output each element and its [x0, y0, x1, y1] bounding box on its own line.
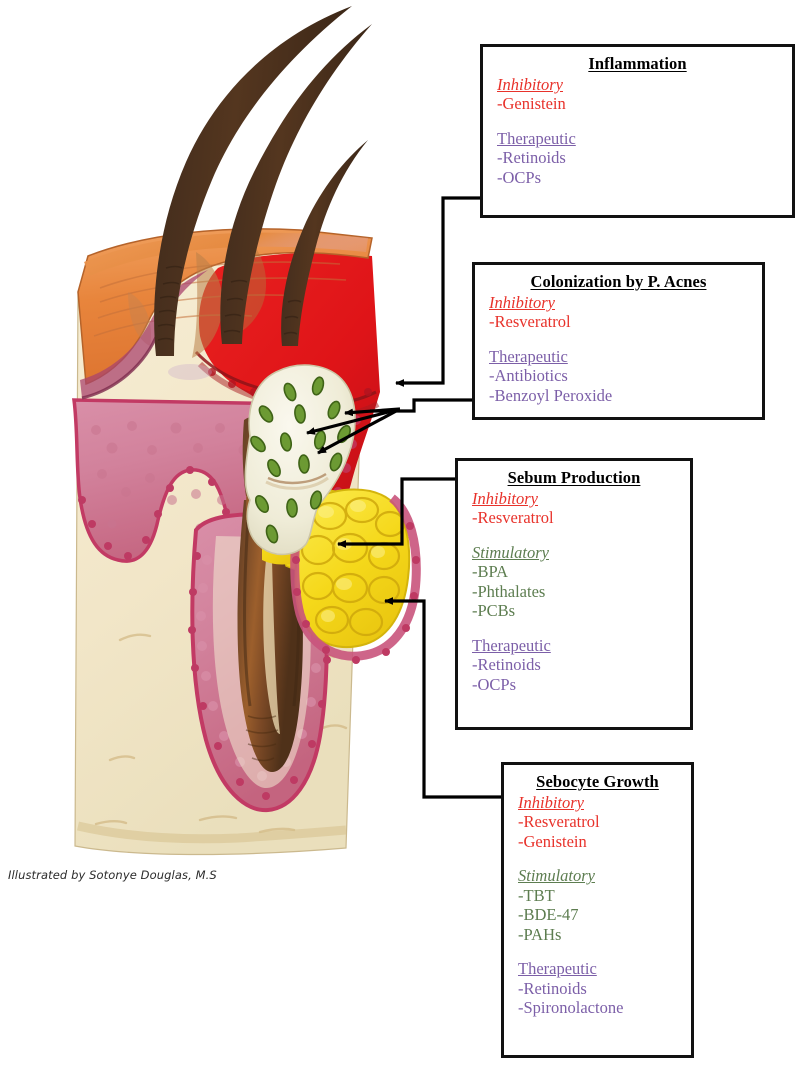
spacer	[475, 332, 762, 347]
box-title-colonization: Colonization by P. Acnes	[530, 272, 707, 291]
box-title-sebocyte-growth: Sebocyte Growth	[536, 772, 659, 791]
group-therapeutic: Therapeutic -Retinoids -Spironolactone	[504, 959, 691, 1017]
box-title-inflammation: Inflammation	[588, 54, 687, 73]
group-item: -Resveratrol	[518, 812, 600, 832]
group-item: -PAHs	[518, 924, 562, 944]
group-therapeutic: Therapeutic -Antibiotics -Benzoyl Peroxi…	[475, 347, 762, 405]
group-item: -Resveratrol	[489, 312, 571, 332]
group-heading: Therapeutic	[489, 346, 568, 366]
group-item: -Genistein	[518, 831, 587, 851]
group-inhibitory: Inhibitory -Resveratrol	[458, 489, 690, 528]
group-item: -Retinoids	[518, 978, 587, 998]
group-item: -OCPs	[497, 167, 542, 187]
acne-skin-illustration	[71, 6, 421, 856]
group-item: -TBT	[518, 885, 555, 905]
group-item: -Genistein	[497, 94, 566, 114]
group-heading: Inhibitory	[518, 793, 584, 812]
group-heading: Therapeutic	[497, 128, 576, 148]
spacer	[483, 114, 792, 129]
group-item: -BPA	[472, 562, 509, 582]
group-item: -Antibiotics	[489, 366, 568, 386]
spacer	[504, 851, 691, 866]
info-box-sebocyte-growth[interactable]: Sebocyte Growth Inhibitory -Resveratrol …	[501, 762, 694, 1058]
group-item: -BDE-47	[518, 905, 579, 925]
group-inhibitory: Inhibitory -Resveratrol -Genistein	[504, 793, 691, 851]
group-item: -Retinoids	[472, 655, 541, 675]
info-box-inflammation[interactable]: Inflammation Inhibitory -Genistein Thera…	[480, 44, 795, 218]
group-therapeutic: Therapeutic -Retinoids -OCPs	[458, 636, 690, 694]
group-heading: Stimulatory	[518, 866, 595, 886]
group-item: -Spironolactone	[518, 998, 624, 1018]
group-therapeutic: Therapeutic -Retinoids -OCPs	[483, 129, 792, 187]
group-heading: Inhibitory	[489, 293, 555, 312]
group-heading: Therapeutic	[518, 959, 597, 979]
group-inhibitory: Inhibitory -Genistein	[483, 75, 792, 114]
group-item: -Retinoids	[497, 148, 566, 168]
spacer	[458, 528, 690, 543]
info-box-sebum-production[interactable]: Sebum Production Inhibitory -Resveratrol…	[455, 458, 693, 730]
group-item: -Phthalates	[472, 581, 546, 601]
group-stimulatory: Stimulatory -TBT -BDE-47 -PAHs	[504, 866, 691, 944]
group-item: -Resveratrol	[472, 508, 554, 528]
group-stimulatory: Stimulatory -BPA -Phthalates -PCBs	[458, 543, 690, 621]
group-item: -OCPs	[472, 674, 517, 694]
group-item: -PCBs	[472, 601, 516, 621]
spacer	[458, 621, 690, 636]
group-heading: Inhibitory	[497, 75, 563, 94]
group-inhibitory: Inhibitory -Resveratrol	[475, 293, 762, 332]
box-title-sebum-production: Sebum Production	[507, 468, 641, 487]
group-heading: Therapeutic	[472, 635, 551, 655]
hair-shafts	[154, 6, 372, 356]
info-box-colonization[interactable]: Colonization by P. Acnes Inhibitory -Res…	[472, 262, 765, 420]
group-heading: Inhibitory	[472, 489, 538, 508]
epidermis	[77, 228, 373, 400]
group-heading: Stimulatory	[472, 542, 549, 562]
group-item: -Benzoyl Peroxide	[489, 385, 613, 405]
illustration-credit: Illustrated by Sotonye Douglas, M.S	[8, 868, 217, 882]
spacer	[504, 944, 691, 959]
